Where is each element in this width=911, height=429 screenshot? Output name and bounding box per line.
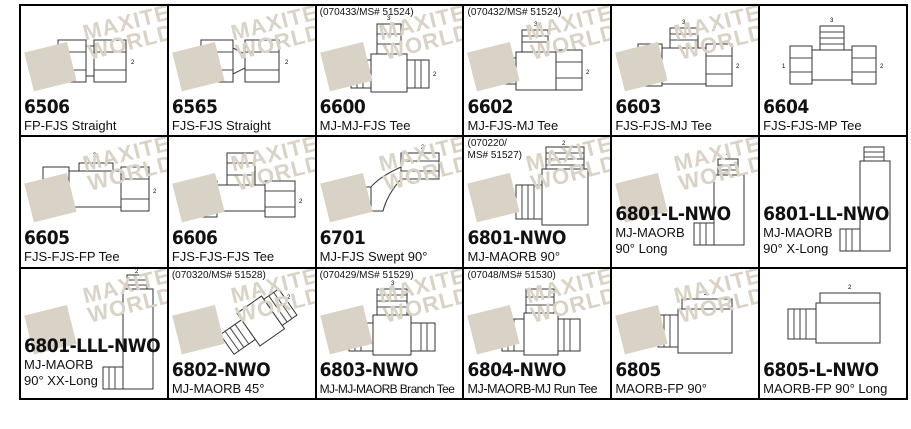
product-desc: FJS-FJS-MP Tee <box>763 118 862 133</box>
product-desc: MJ-FJS-MJ Tee <box>467 118 559 133</box>
ms-reference: (070429/MS# 51529) <box>319 269 414 281</box>
svg-text:1: 1 <box>341 197 345 203</box>
product-code: 6801-LL-NWO <box>763 203 889 226</box>
product-desc: MJ-MAORB 90° Long <box>615 225 685 257</box>
svg-text:2: 2 <box>586 70 590 76</box>
ms-reference: (070320/MS# 51528) <box>171 269 266 281</box>
svg-text:1: 1 <box>183 199 187 205</box>
product-code: 6565 <box>171 96 218 118</box>
svg-text:1: 1 <box>630 64 634 70</box>
product-desc: FJS-FJS-FJS Tee <box>171 249 275 265</box>
svg-text:1: 1 <box>35 189 39 195</box>
product-code: 6701 <box>319 227 366 250</box>
product-code: 6602 <box>467 96 514 118</box>
product-desc: FJS-FJS Straight <box>171 118 271 133</box>
product-desc: MJ-MAORB-MJ Run Tee <box>467 381 598 396</box>
mj-maorb-90-xx-long-fitting-icon: 2 <box>102 269 154 390</box>
product-desc: FJS-FJS-MJ Tee <box>615 118 712 133</box>
svg-text:1: 1 <box>343 72 347 78</box>
svg-text:2: 2 <box>848 285 852 291</box>
product-desc: MJ-MAORB 90° X-Long <box>763 225 833 257</box>
mj-maorb-90-fitting-icon: 2 <box>515 141 589 226</box>
product-code: 6600 <box>319 96 366 118</box>
product-code: 6805-L-NWO <box>763 358 879 381</box>
fjs-fjs-mp-tee-fitting-icon: 3 1 2 <box>782 18 884 85</box>
product-code: 6802-NWO <box>171 358 271 381</box>
product-desc: MAORB-FP 90° <box>615 380 707 396</box>
svg-text:2: 2 <box>880 64 884 70</box>
mj-maorb-90-x-long-fitting-icon <box>839 146 891 252</box>
svg-text:2: 2 <box>135 269 139 275</box>
ms-reference: (070432/MS# 51524) <box>467 7 562 18</box>
svg-text:2: 2 <box>287 295 291 301</box>
svg-text:2: 2 <box>299 199 303 205</box>
ms-reference: (070433/MS# 51524) <box>319 7 414 18</box>
product-code: 6606 <box>171 227 218 250</box>
maorb-fp-90-long-fitting-icon: 2 <box>787 285 881 344</box>
product-desc: MJ-MAORB 45° <box>171 380 265 396</box>
svg-text:1: 1 <box>782 64 786 70</box>
product-code: 6506 <box>24 96 70 118</box>
svg-text:3: 3 <box>387 16 391 22</box>
product-code: 6801-LLL-NWO <box>24 334 161 357</box>
product-desc: MJ-MAORB 90° XX-Long <box>24 356 98 388</box>
product-desc: MJ-FJS Swept 90° <box>319 249 428 265</box>
svg-text:3: 3 <box>682 20 686 26</box>
product-code: 6605 <box>24 227 70 250</box>
product-code: 6803-NWO <box>319 358 419 381</box>
svg-text:2: 2 <box>421 145 425 151</box>
svg-text:1: 1 <box>488 70 492 76</box>
product-desc: MJ-MJ-MAORB Branch Tee <box>319 381 455 396</box>
svg-text:1: 1 <box>191 60 195 66</box>
product-code: 6603 <box>615 96 661 118</box>
ms-reference: (070220/ MS# 51527) <box>467 138 522 162</box>
svg-text:2: 2 <box>285 60 289 66</box>
product-desc: FJS-FJS-FP Tee <box>24 249 120 265</box>
product-code: 6804-NWO <box>467 358 566 381</box>
svg-text:1: 1 <box>49 60 53 66</box>
svg-text:2: 2 <box>433 72 437 78</box>
mj-mj-maorb-branch-tee-fitting-icon: 3 <box>348 281 436 356</box>
product-desc: MJ-MAORB 90° <box>467 249 561 265</box>
product-desc: FP-FJS Straight <box>24 118 117 133</box>
product-desc: MJ-MJ-FJS Tee <box>319 118 411 133</box>
svg-text:3: 3 <box>534 22 538 28</box>
svg-text:2: 2 <box>131 60 135 66</box>
product-card[interactable]: 3 1 2 6604 FJS-FJS-MP Tee <box>760 6 906 136</box>
product-code: 6801-NWO <box>467 227 566 250</box>
svg-text:2: 2 <box>562 141 566 147</box>
svg-text:2: 2 <box>153 189 157 195</box>
product-code: 6801-L-NWO <box>615 203 731 226</box>
svg-text:3: 3 <box>93 153 97 159</box>
product-code: 6604 <box>763 96 809 118</box>
mj-maorb-90-long-fitting-icon: 2 <box>693 151 745 246</box>
product-card[interactable]: 2 6805-L-NWO MAORB-FP 90° Long <box>760 268 906 398</box>
svg-text:2: 2 <box>704 291 708 297</box>
mj-maorb-45-fitting-icon: 2 <box>219 287 298 355</box>
product-card[interactable]: 6801-LL-NWO MJ-MAORB 90° X-Long <box>760 137 906 267</box>
product-desc: MAORB-FP 90° Long <box>763 380 888 396</box>
svg-text:2: 2 <box>736 64 740 70</box>
svg-text:2: 2 <box>726 151 730 157</box>
ms-reference: (07048/MS# 51530) <box>467 269 556 281</box>
svg-text:3: 3 <box>391 281 395 287</box>
product-code: 6805 <box>615 358 661 381</box>
svg-text:3: 3 <box>830 18 834 24</box>
